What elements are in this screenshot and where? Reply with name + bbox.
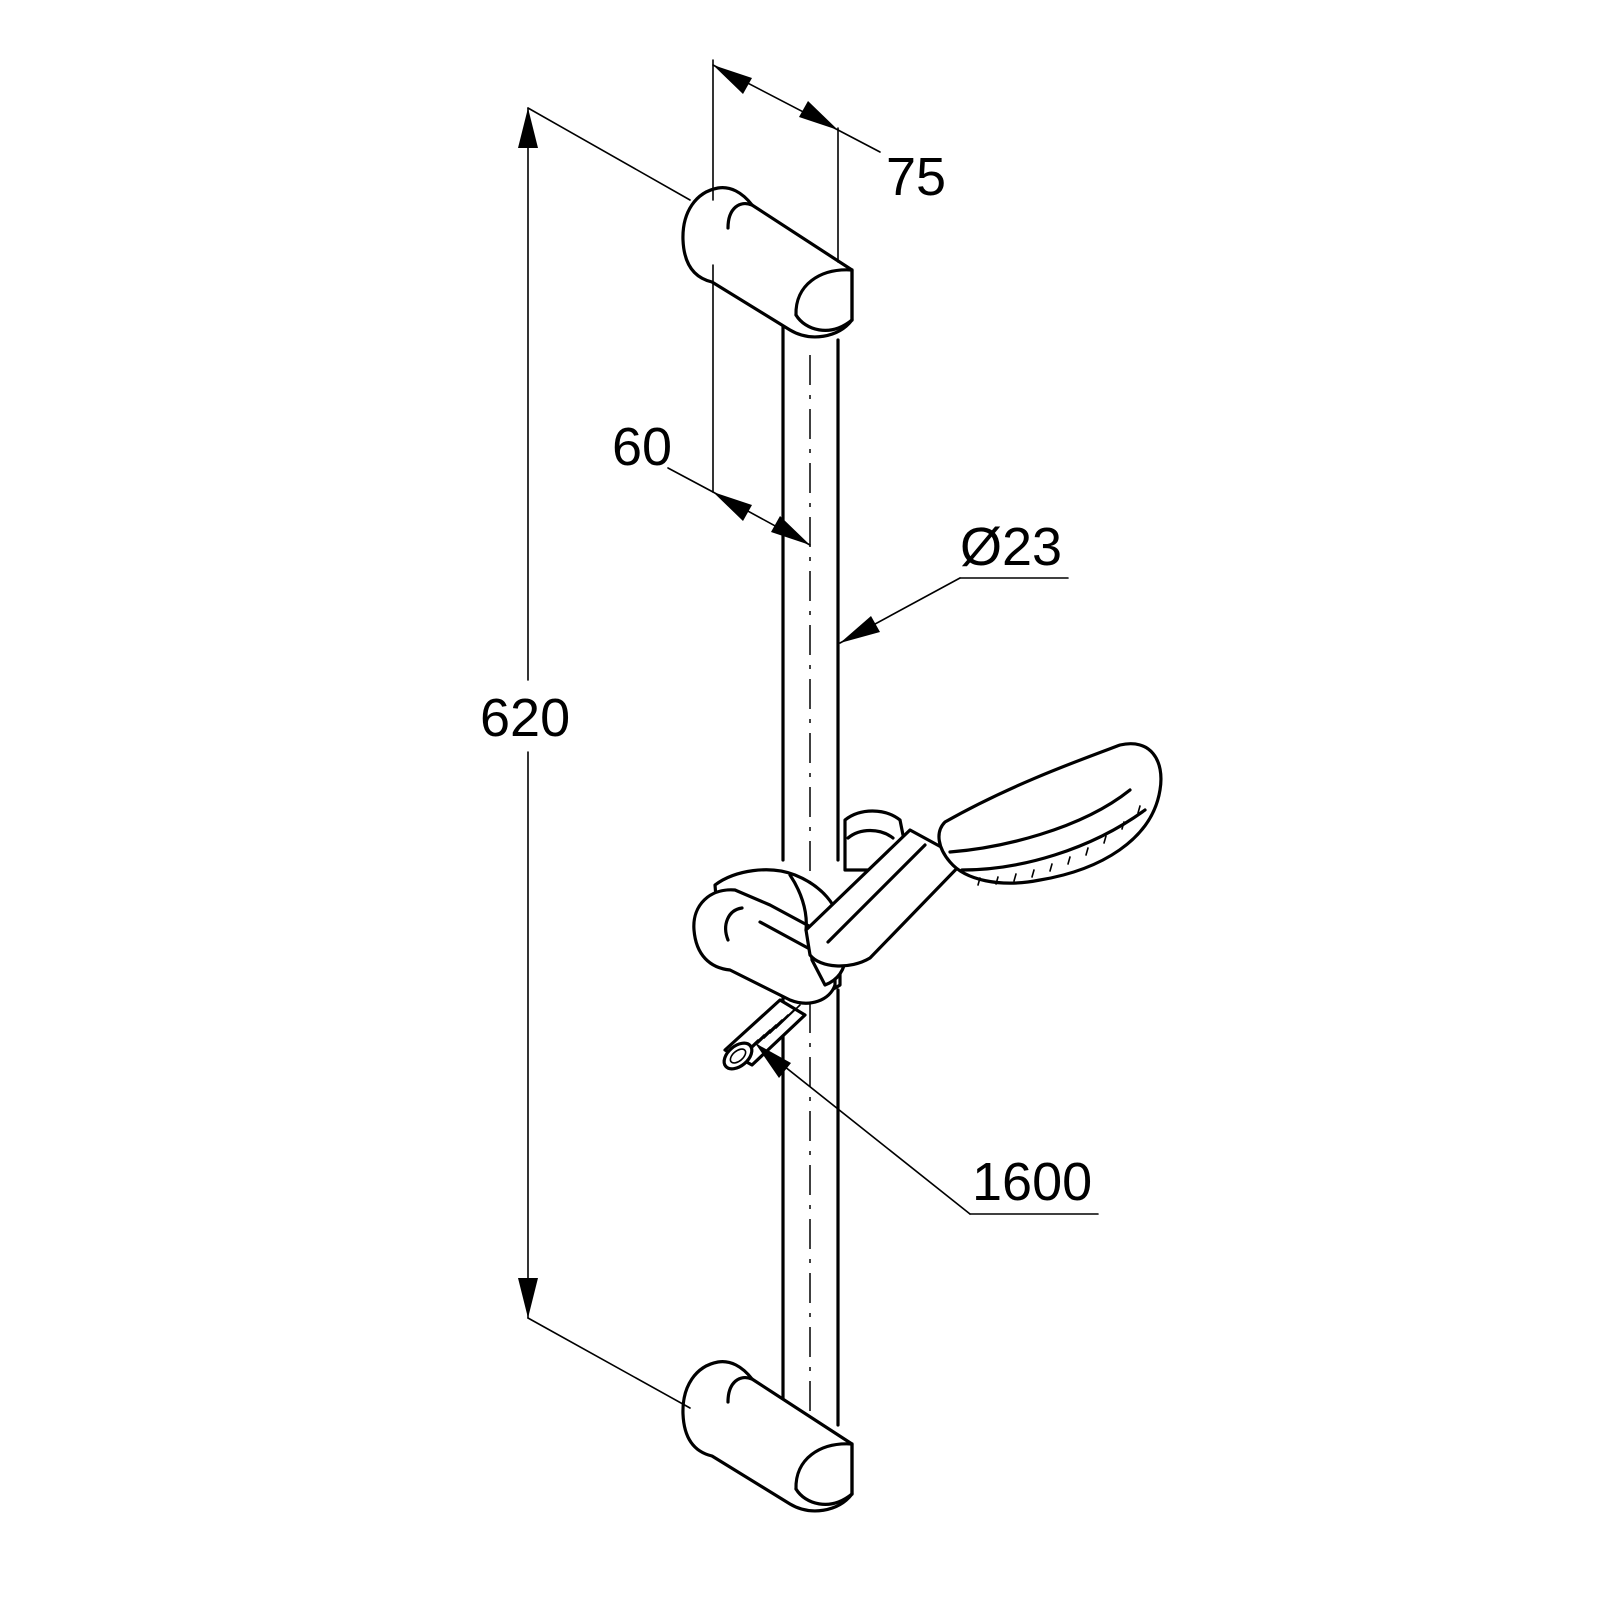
- dim-75: 75: [712, 59, 946, 263]
- dim-1600: 1600: [754, 1042, 1099, 1215]
- dim-diameter: Ø23: [839, 517, 1069, 644]
- dim-60: 60: [612, 264, 811, 546]
- bottom-wall-bracket: [681, 1360, 854, 1513]
- slider-holder: [692, 809, 907, 1005]
- dim-620-label: 620: [480, 688, 570, 748]
- dim-60-label: 60: [612, 417, 672, 477]
- hand-shower: [804, 742, 1163, 968]
- hose-end: [722, 998, 807, 1071]
- dim-diameter-label: Ø23: [960, 517, 1062, 577]
- dim-620: 620: [480, 107, 691, 1409]
- dim-1600-label: 1600: [972, 1152, 1092, 1212]
- dim-75-label: 75: [886, 147, 946, 207]
- top-wall-bracket: [681, 186, 854, 339]
